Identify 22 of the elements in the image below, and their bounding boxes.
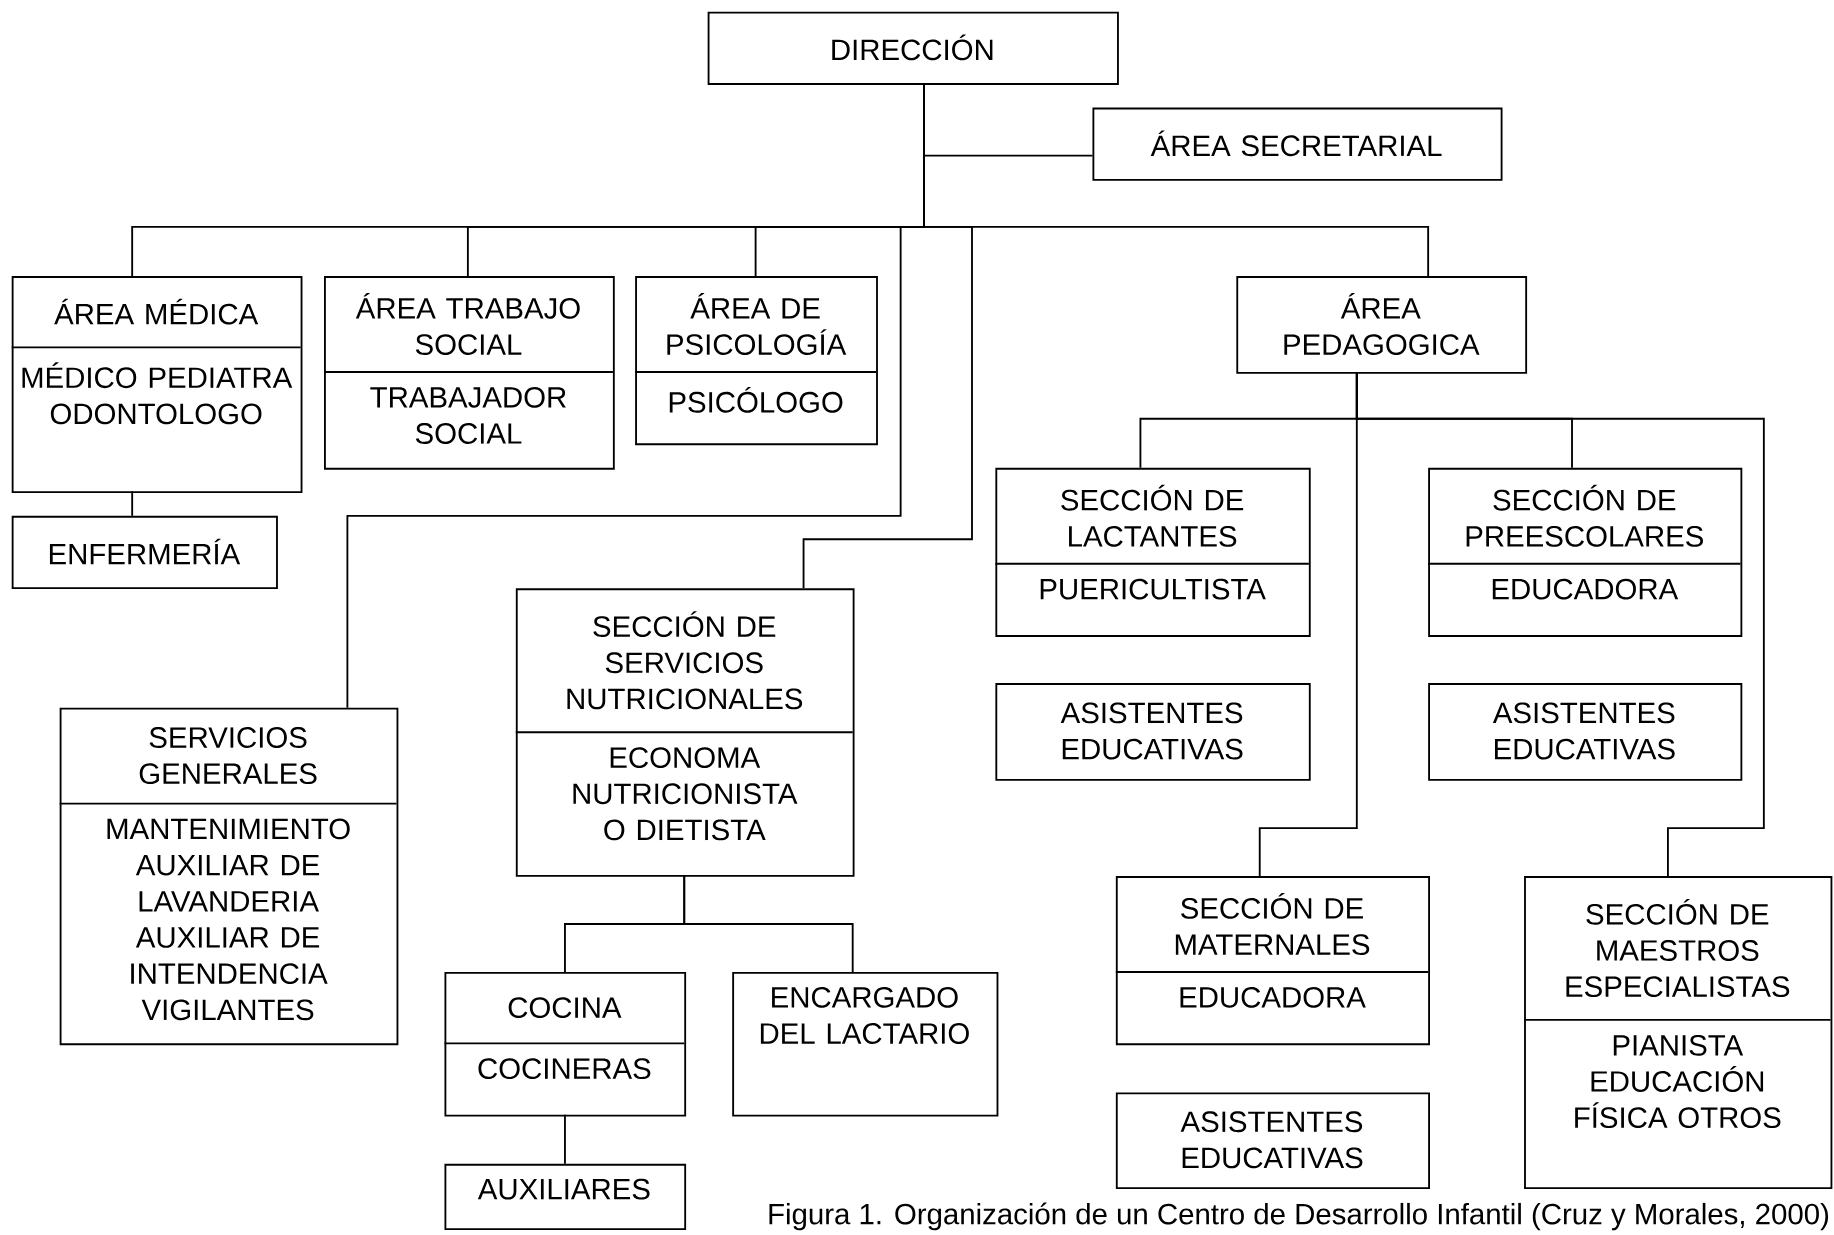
org-box: ASISTENTES EDUCATIVAS (1115, 1092, 1430, 1189)
org-box: ASISTENTES EDUCATIVAS (995, 683, 1311, 781)
org-box: ASISTENTES EDUCATIVAS (1428, 683, 1743, 781)
org-box: ENCARGADO DEL LACTARIO (732, 971, 999, 1117)
org-box: ÁREA PEDAGOGICA (1236, 276, 1528, 374)
org-box: SECCIÓN DE MAESTROS ESPECIALISTAS PIANISTA EDUCACIÓN FÍSICA OTROS (1523, 876, 1833, 1189)
org-box: SECCIÓN DE LACTANTES PUERICULTISTA (994, 467, 1311, 637)
org-box: SECCIÓN DE MATERNALES EDUCADORA (1114, 876, 1430, 1046)
org-box: SECCIÓN DE PREESCOLARES EDUCADORA (1427, 467, 1743, 637)
org-box: DIRECCIÓN (707, 11, 1119, 85)
org-box: ENFERMERÍA (11, 515, 278, 589)
connector-line (131, 490, 134, 517)
org-box: SERVICIOS GENERALES MANTENIMIENTO AUXILIAR DE LAVANDERIA AUXILIAR DE INTENDENCIA VIGILANTES (58, 707, 399, 1046)
org-box: AUXILIARES (444, 1163, 687, 1230)
figure-caption: Figura 1. Organización de un Centro de Desarrollo Infantil (Cruz y Morales, 2000) (769, 1202, 1829, 1231)
org-box: SECCIÓN DE SERVICIOS NUTRICIONALES ECONOMA NUTRICIONISTA O DIETISTA (514, 588, 855, 877)
connector-line (923, 82, 1430, 277)
org-box: ÁREA DE PSICOLOGÍA PSICÓLOGO (634, 276, 878, 446)
org-box: ÁREA SECRETARIAL (1092, 107, 1503, 181)
org-box: COCINA COCINERAS (443, 971, 687, 1117)
org-box: ÁREA MÉDICA MÉDICO PEDIATRA ODONTOLOGO (10, 276, 303, 494)
org-box: ÁREA TRABAJO SOCIAL TRABAJADOR SOCIAL (323, 276, 615, 470)
